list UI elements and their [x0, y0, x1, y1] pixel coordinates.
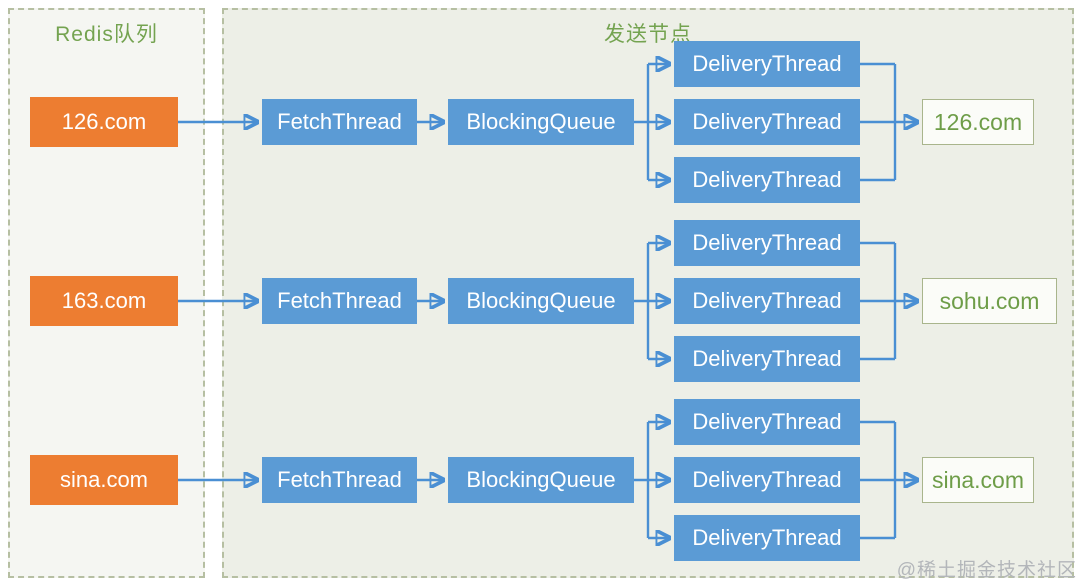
output-node-126: 126.com	[922, 99, 1034, 145]
delivery-thread-node-2b: DeliveryThread	[674, 278, 860, 324]
blocking-queue-node-1: BlockingQueue	[448, 99, 634, 145]
delivery-thread-node-3b: DeliveryThread	[674, 457, 860, 503]
redis-queue-panel-title: Redis队列	[55, 23, 158, 46]
delivery-thread-node-2a: DeliveryThread	[674, 220, 860, 266]
queue-node-sina: sina.com	[30, 455, 178, 505]
send-node-panel-title: 发送节点	[604, 23, 692, 46]
delivery-thread-node-1b: DeliveryThread	[674, 99, 860, 145]
delivery-thread-node-3c: DeliveryThread	[674, 515, 860, 561]
queue-node-126: 126.com	[30, 97, 178, 147]
blocking-queue-node-2: BlockingQueue	[448, 278, 634, 324]
delivery-thread-node-1a: DeliveryThread	[674, 41, 860, 87]
delivery-thread-node-3a: DeliveryThread	[674, 399, 860, 445]
fetch-thread-node-1: FetchThread	[262, 99, 417, 145]
queue-node-163: 163.com	[30, 276, 178, 326]
fetch-thread-node-3: FetchThread	[262, 457, 417, 503]
fetch-thread-node-2: FetchThread	[262, 278, 417, 324]
delivery-thread-node-2c: DeliveryThread	[674, 336, 860, 382]
delivery-thread-node-1c: DeliveryThread	[674, 157, 860, 203]
blocking-queue-node-3: BlockingQueue	[448, 457, 634, 503]
output-node-sina: sina.com	[922, 457, 1034, 503]
watermark-text: @稀土掘金技术社区	[896, 560, 1077, 581]
output-node-sohu: sohu.com	[922, 278, 1057, 324]
